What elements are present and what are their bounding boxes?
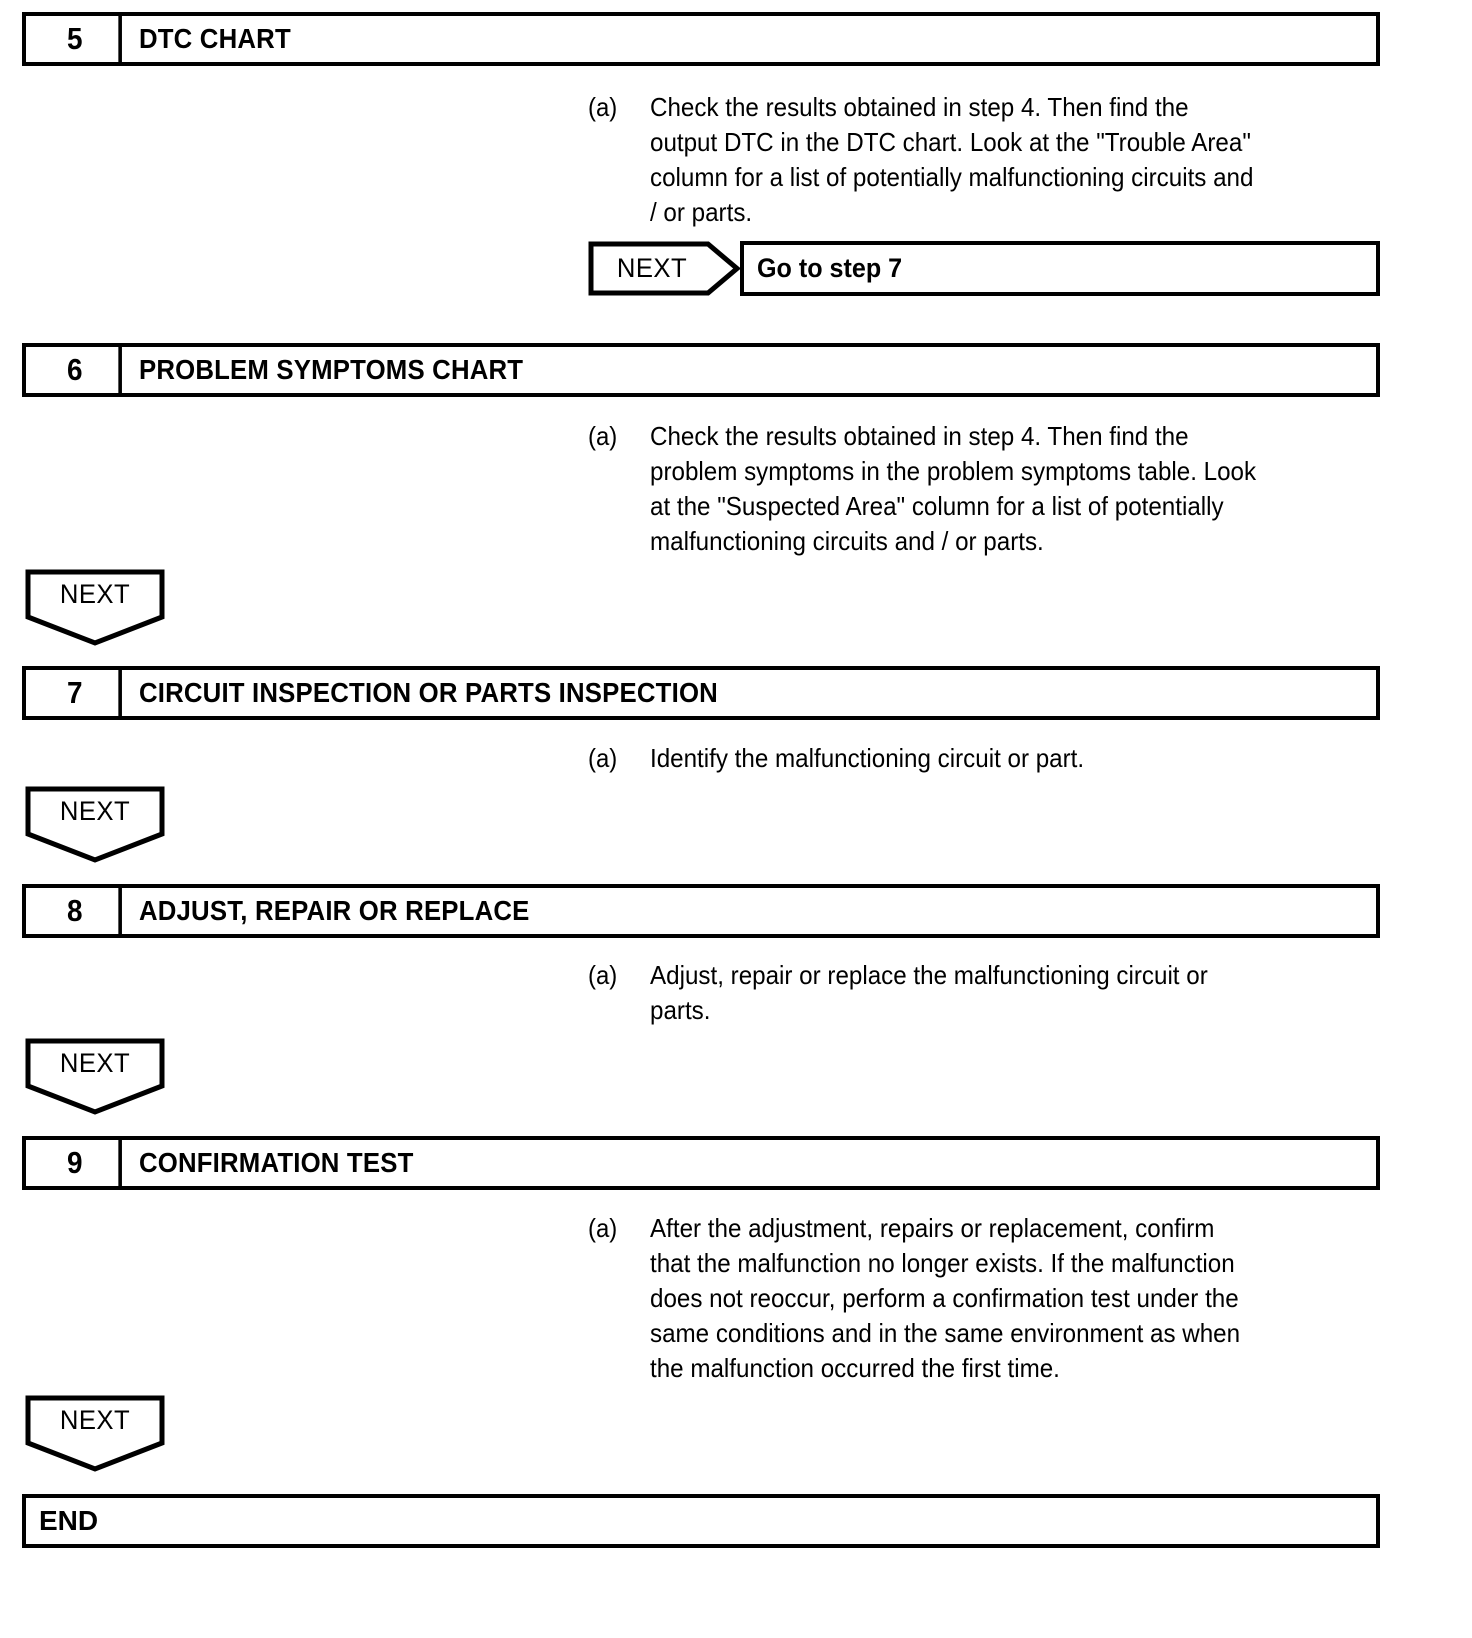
next-label-5: NEXT (616, 253, 688, 283)
next-arrow-down-icon (25, 569, 165, 646)
next-arrow-down-icon (25, 786, 165, 863)
step-header-7: 7 CIRCUIT INSPECTION OR PARTS INSPECTION (22, 666, 1380, 720)
step-header-9: 9 CONFIRMATION TEST (22, 1136, 1380, 1190)
instruction-text-6a: Check the results obtained in step 4. Th… (650, 421, 1257, 556)
instruction-text-7a: Identify the malfunctioning circuit or p… (650, 743, 1085, 773)
next-arrow-down-icon (25, 1395, 165, 1472)
instruction-8a: (a) Adjust, repair or replace the malfun… (588, 958, 1388, 1028)
step-number-9: 9 (31, 1140, 122, 1186)
step-title-8: ADJUST, REPAIR OR REPLACE (138, 895, 530, 926)
instruction-text-9a: After the adjustment, repairs or replace… (650, 1213, 1241, 1383)
next-connector-down-7: NEXT (25, 786, 165, 864)
next-connector-down-8: NEXT (25, 1038, 165, 1116)
next-connector-right-5: NEXT (588, 241, 740, 296)
next-arrow-down-icon (25, 1038, 165, 1115)
end-bar: END (22, 1494, 1380, 1548)
step-title-6: PROBLEM SYMPTOMS CHART (138, 354, 524, 385)
instruction-6a: (a) Check the results obtained in step 4… (588, 419, 1388, 559)
next-label-8: NEXT (59, 1048, 131, 1078)
next-connector-down-6: NEXT (25, 569, 165, 647)
next-label-7: NEXT (59, 796, 131, 826)
next-label-6: NEXT (59, 579, 131, 609)
instruction-5a: (a) Check the results obtained in step 4… (588, 90, 1388, 230)
step-number-7: 7 (31, 670, 122, 716)
step-number-5: 5 (31, 16, 122, 62)
instruction-text-8a: Adjust, repair or replace the malfunctio… (650, 960, 1208, 1025)
instruction-label-7a: (a) (588, 743, 618, 773)
step-number-6: 6 (31, 347, 122, 393)
instruction-label-9a: (a) (588, 1213, 618, 1243)
goto-step-label-5: Go to step 7 (757, 253, 903, 283)
instruction-label-5a: (a) (588, 92, 618, 122)
instruction-7a: (a) Identify the malfunctioning circuit … (588, 741, 1388, 776)
instruction-9a: (a) After the adjustment, repairs or rep… (588, 1211, 1388, 1386)
instruction-text-5a: Check the results obtained in step 4. Th… (650, 92, 1254, 227)
goto-step-box-5: Go to step 7 (740, 241, 1380, 296)
next-label-9: NEXT (59, 1405, 131, 1435)
instruction-label-6a: (a) (588, 421, 618, 451)
step-header-5: 5 DTC CHART (22, 12, 1380, 66)
step-title-5: DTC CHART (138, 23, 291, 54)
step-header-8: 8 ADJUST, REPAIR OR REPLACE (22, 884, 1380, 938)
next-connector-down-9: NEXT (25, 1395, 165, 1473)
instruction-label-8a: (a) (588, 960, 618, 990)
step-header-6: 6 PROBLEM SYMPTOMS CHART (22, 343, 1380, 397)
step-title-9: CONFIRMATION TEST (138, 1147, 414, 1178)
next-arrow-right-icon (588, 241, 740, 296)
step-title-7: CIRCUIT INSPECTION OR PARTS INSPECTION (138, 677, 718, 708)
step-number-8: 8 (31, 888, 122, 934)
end-label: END (39, 1505, 99, 1536)
